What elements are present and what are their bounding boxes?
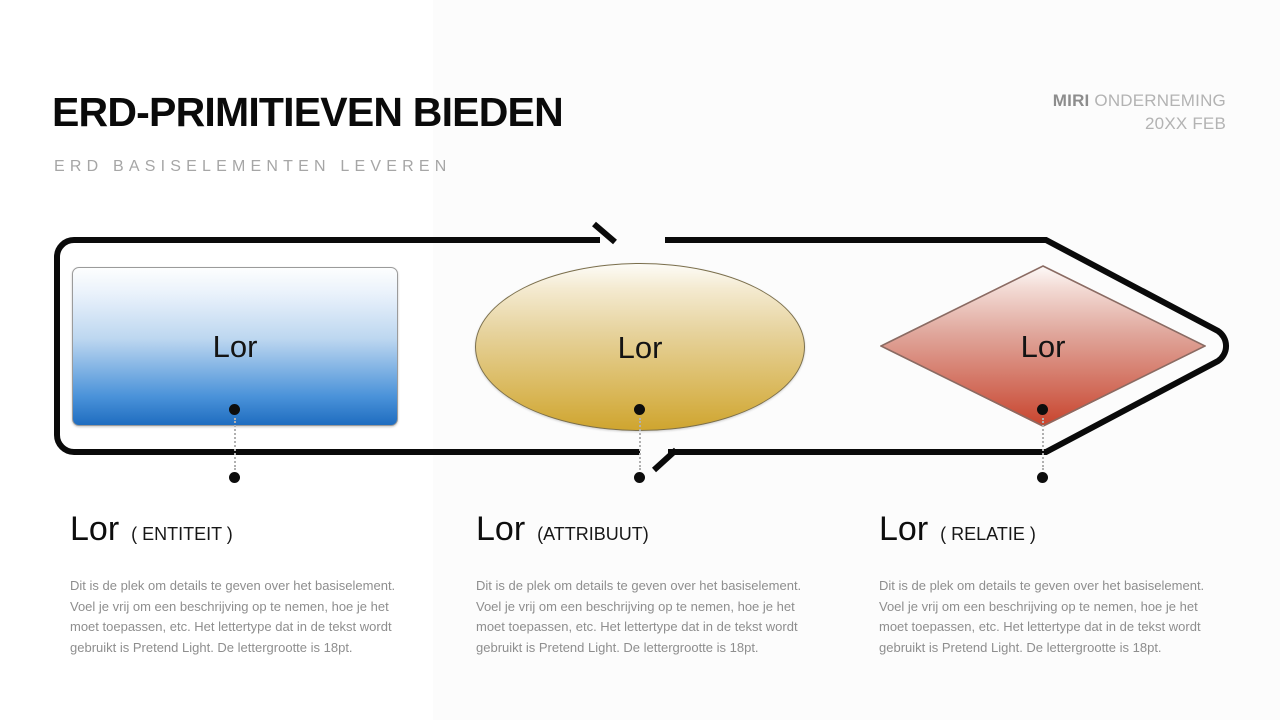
erd-shape-entity[interactable]: Lor: [72, 267, 398, 426]
connector-line-entity: [234, 418, 236, 470]
erd-shape-entity-label: Lor: [212, 329, 258, 364]
diamond-outline: [880, 265, 1206, 427]
column-relation: Lor ( RELATIE ) Dit is de plek om detail…: [879, 512, 1224, 658]
column-attribute-heading: Lor (ATTRIBUUT): [476, 512, 821, 546]
column-relation-title: Lor: [879, 510, 929, 548]
column-entity-title: Lor: [70, 510, 120, 548]
brand-company: MIRI ONDERNEMING: [1053, 90, 1226, 113]
column-attribute: Lor (ATTRIBUUT) Dit is de plek om detail…: [476, 512, 821, 658]
column-entity-body: Dit is de plek om details te geven over …: [70, 578, 396, 655]
column-entity-tag: ( ENTITEIT ): [131, 524, 233, 544]
column-attribute-tag: (ATTRIBUUT): [537, 524, 649, 544]
page-title: ERD-PRIMITIEVEN BIEDEN: [52, 89, 564, 135]
connector-dot-bottom-attribute: [634, 472, 645, 483]
column-attribute-body: Dit is de plek om details te geven over …: [476, 578, 802, 655]
brand-name: MIRI: [1052, 91, 1090, 110]
column-relation-tag: ( RELATIE ): [940, 524, 1036, 544]
brand-suffix: ONDERNEMING: [1089, 91, 1226, 110]
connector-dot-bottom-relation: [1037, 472, 1048, 483]
brand-date: 20XX FEB: [1145, 113, 1226, 133]
page-subtitle: ERD BASISELEMENTEN LEVEREN: [54, 158, 452, 175]
connector-dot-bottom-entity: [229, 472, 240, 483]
brand-block: MIRI ONDERNEMING 20XX FEB: [1053, 90, 1226, 136]
connector-line-relation: [1042, 418, 1044, 470]
connector-dot-top-entity: [229, 404, 240, 415]
column-entity: Lor ( ENTITEIT ) Dit is de plek om detai…: [70, 512, 415, 658]
column-relation-heading: Lor ( RELATIE ): [879, 512, 1224, 546]
column-relation-body: Dit is de plek om details te geven over …: [879, 578, 1205, 655]
connector-dot-top-relation: [1037, 404, 1048, 415]
erd-shape-attribute-label: Lor: [617, 329, 663, 365]
column-attribute-title: Lor: [476, 510, 526, 548]
connector-line-attribute: [639, 418, 641, 470]
connector-dot-top-attribute: [634, 404, 645, 415]
erd-shape-relation[interactable]: Lor: [880, 265, 1206, 427]
column-entity-heading: Lor ( ENTITEIT ): [70, 512, 415, 546]
